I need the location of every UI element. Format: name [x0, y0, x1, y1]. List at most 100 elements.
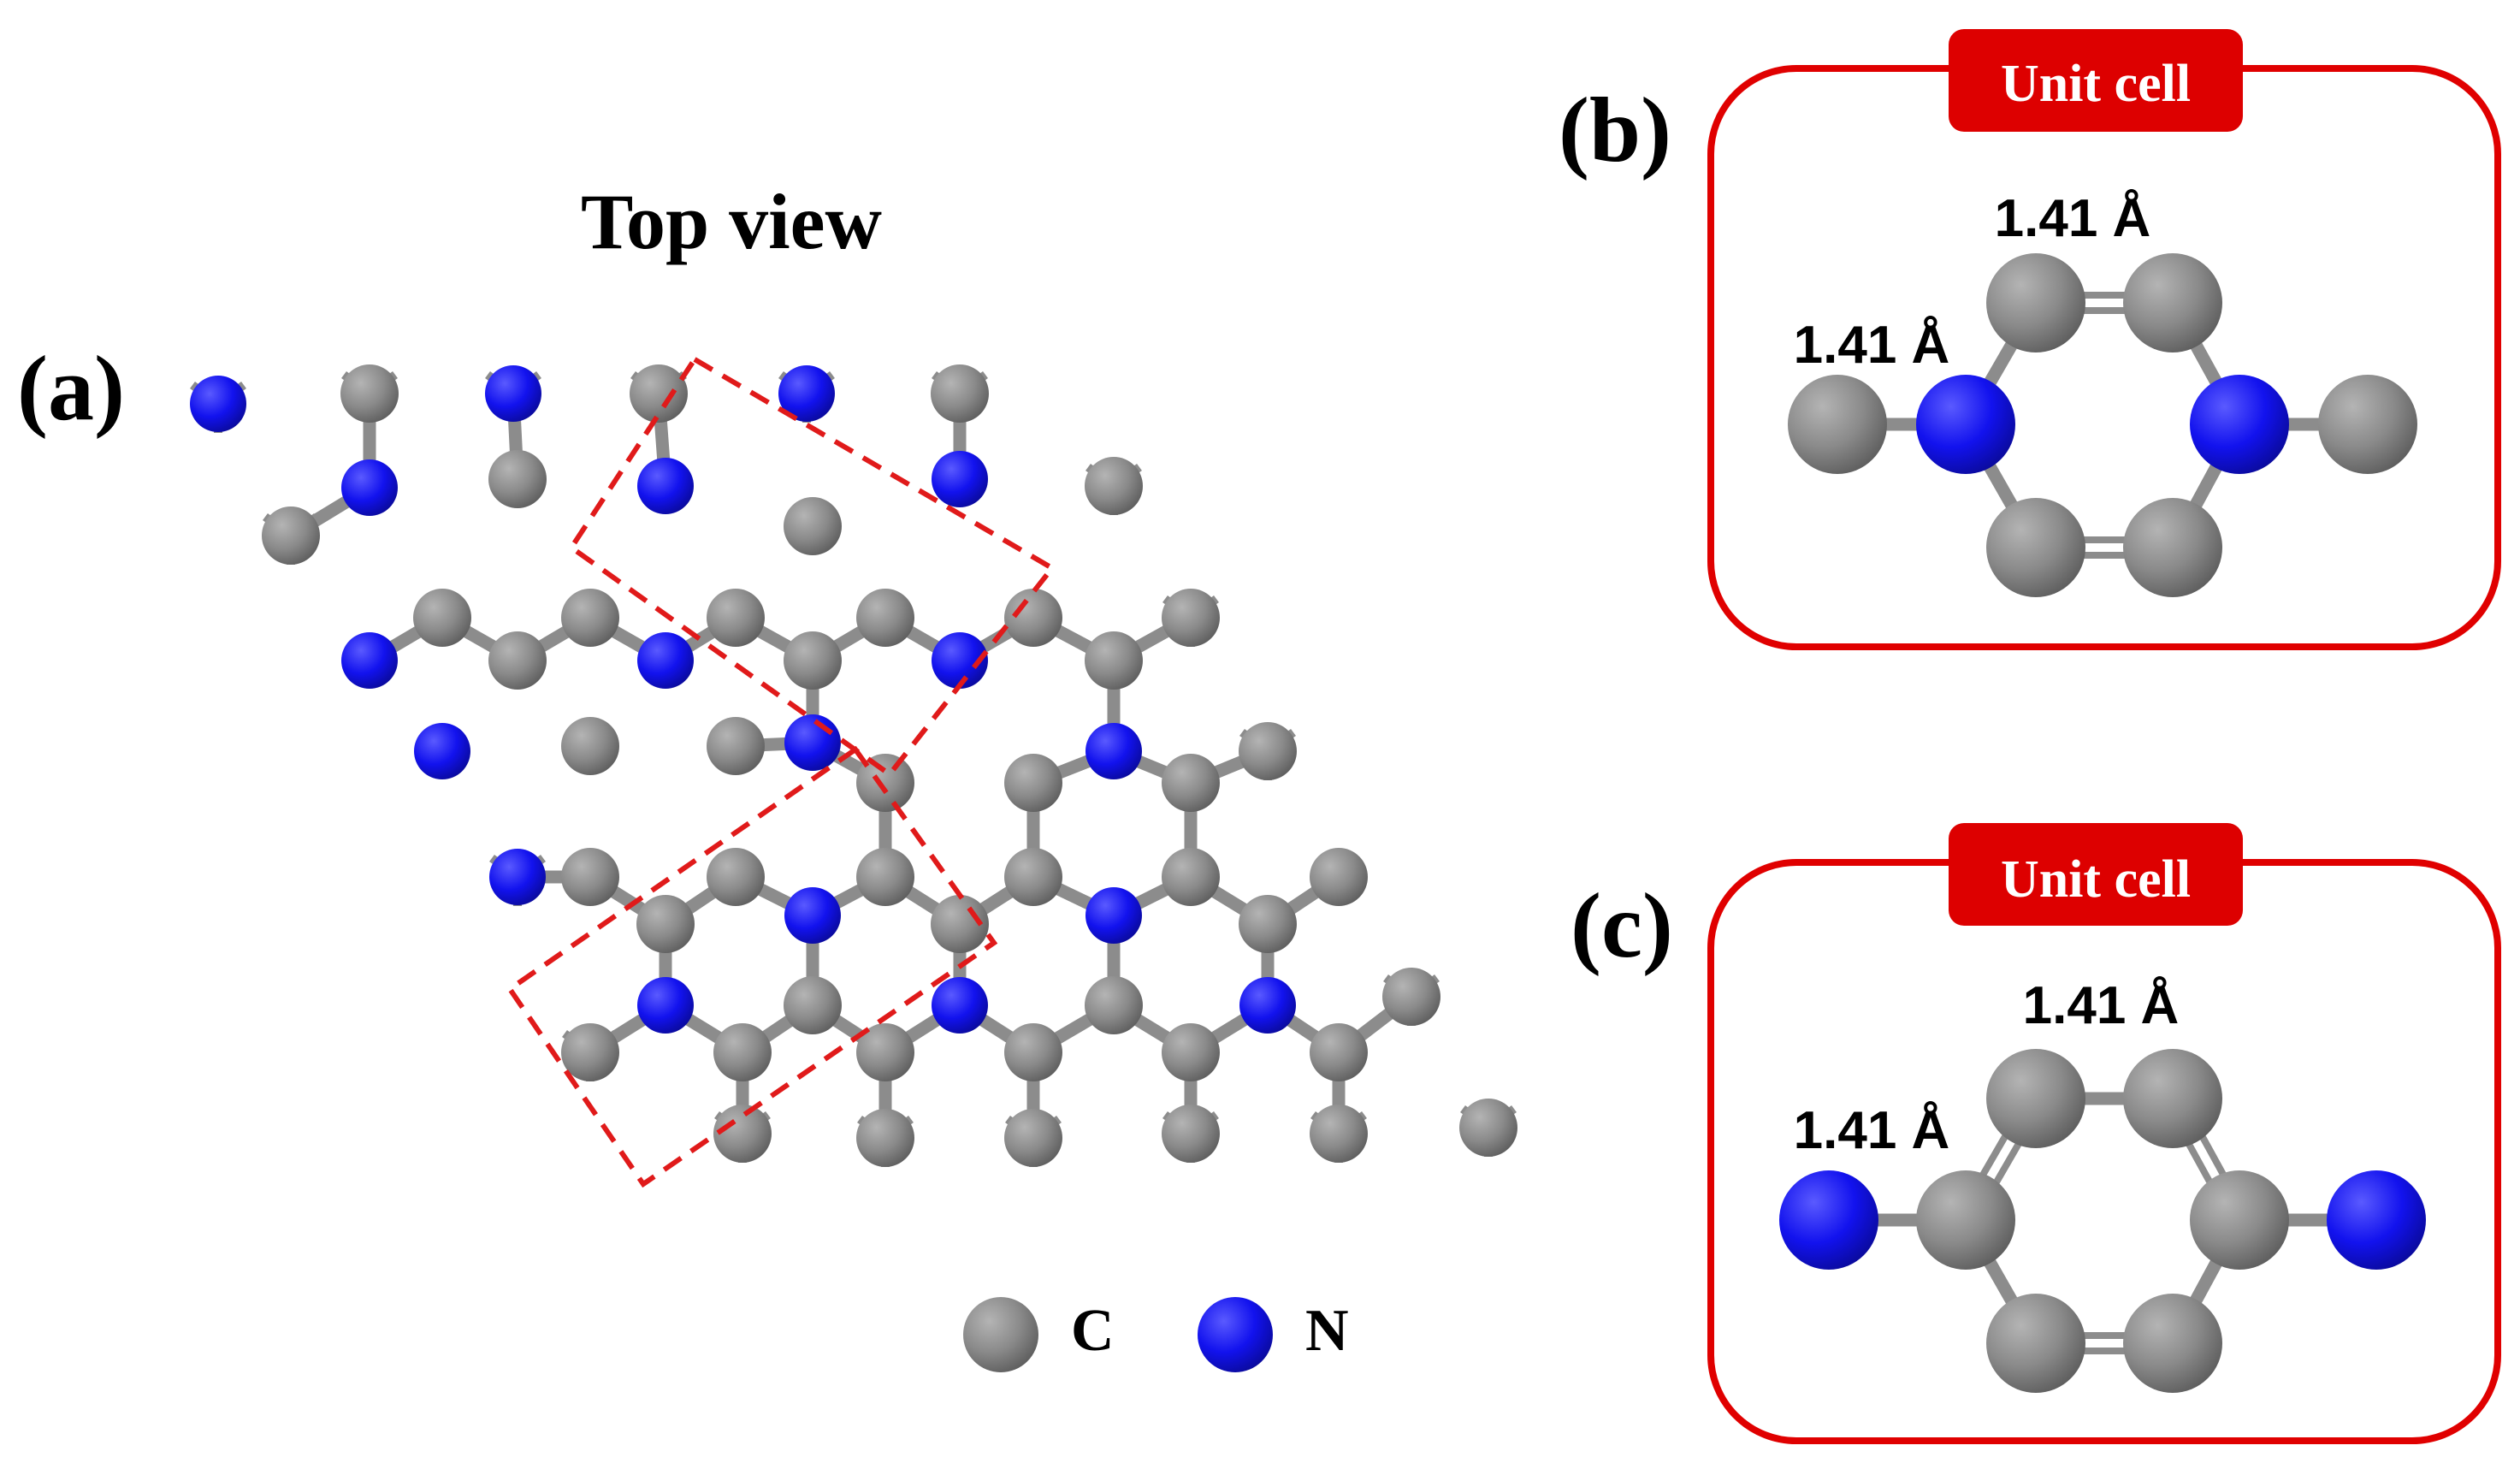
- carbon-atom: [1986, 1294, 2085, 1393]
- nitrogen-atom: [932, 977, 988, 1034]
- carbon-atom: [1239, 895, 1297, 953]
- nitrogen-atom: [489, 849, 546, 905]
- carbon-atom: [1916, 1170, 2015, 1270]
- carbon-atom: [856, 848, 914, 906]
- carbon-atom: [2123, 1049, 2222, 1148]
- carbon-atom: [1310, 1023, 1368, 1081]
- carbon-atom: [561, 717, 619, 775]
- nitrogen-atom: [637, 632, 694, 689]
- carbon-atom: [856, 754, 914, 812]
- carbon-atom: [1162, 1105, 1220, 1163]
- carbon-atom: [488, 450, 547, 508]
- unit-cell-badge-c: [1949, 823, 2243, 926]
- nitrogen-atom: [1239, 977, 1296, 1034]
- carbon-atom: [707, 848, 765, 906]
- carbon-atom: [1310, 1105, 1368, 1163]
- carbon-atom: [1085, 457, 1143, 515]
- carbon-atom: [1986, 498, 2085, 597]
- nitrogen-atom: [637, 977, 694, 1034]
- panel-a-title: Top view: [581, 178, 882, 265]
- legend-nitrogen-label: N: [1305, 1298, 1349, 1364]
- carbon-atom: [1085, 631, 1143, 690]
- carbon-atom: [630, 364, 688, 423]
- carbon-atom: [2190, 1170, 2289, 1270]
- carbon-atom: [713, 1105, 772, 1163]
- carbon-atom: [1788, 375, 1887, 474]
- dashed-unit-cell-lower: [506, 745, 998, 1188]
- unit-cell-badge-b: [1949, 29, 2243, 132]
- nitrogen-atom: [778, 365, 835, 422]
- nitrogen-atom: [1779, 1170, 1878, 1270]
- nitrogen-atom: [485, 365, 541, 422]
- legend-carbon-swatch: [963, 1297, 1038, 1372]
- carbon-atom: [561, 1023, 619, 1081]
- carbon-atom: [1986, 253, 2085, 352]
- carbon-atom: [1162, 754, 1220, 812]
- unit-cell-badge-c-text: Unit cell: [2001, 850, 2191, 909]
- nitrogen-atom: [637, 458, 694, 514]
- panel-b: (b) Unit cell 1.41 Å 1.41 Å: [1559, 29, 2501, 650]
- nitrogen-atom: [932, 451, 988, 507]
- nitrogen-atom: [784, 887, 841, 944]
- carbon-atom: [1239, 722, 1297, 780]
- lattice-atoms: [190, 364, 1517, 1167]
- carbon-atom: [784, 976, 842, 1034]
- carbon-atom: [340, 364, 399, 423]
- nitrogen-atom: [1916, 375, 2015, 474]
- carbon-atom: [856, 1023, 914, 1081]
- carbon-atom: [931, 895, 989, 953]
- nitrogen-atom: [1085, 887, 1142, 944]
- bond-length-top-c: 1.41 Å: [2023, 976, 2180, 1035]
- bond-length-left-b: 1.41 Å: [1794, 316, 1950, 375]
- carbon-atom: [2123, 498, 2222, 597]
- carbon-atom: [1162, 589, 1220, 647]
- legend: C N: [963, 1297, 1349, 1372]
- nitrogen-atom: [190, 376, 246, 432]
- carbon-atom: [707, 589, 765, 647]
- carbon-atom: [1382, 968, 1440, 1026]
- panel-c-label: (c): [1571, 875, 1673, 977]
- carbon-atom: [262, 506, 320, 565]
- nitrogen-atom: [341, 632, 398, 689]
- nitrogen-atom: [932, 632, 988, 689]
- nitrogen-atom: [341, 459, 398, 516]
- carbon-atom: [713, 1023, 772, 1081]
- carbon-atom: [931, 364, 989, 423]
- carbon-atom: [1986, 1049, 2085, 1148]
- nitrogen-atom: [2327, 1170, 2426, 1270]
- bond-length-top-b: 1.41 Å: [1995, 189, 2151, 248]
- carbon-atom: [1310, 848, 1368, 906]
- panel-a: (a) Top view C N: [17, 178, 1517, 1372]
- carbon-atom: [1004, 589, 1062, 647]
- nitrogen-atom: [784, 714, 841, 771]
- bond-length-left-c: 1.41 Å: [1794, 1101, 1950, 1160]
- carbon-atom: [1004, 1109, 1062, 1167]
- carbon-atom: [784, 631, 842, 690]
- legend-carbon-label: C: [1071, 1298, 1115, 1364]
- carbon-atom: [488, 631, 547, 690]
- carbon-atom: [1459, 1099, 1517, 1157]
- carbon-atom: [784, 497, 842, 555]
- carbon-atom: [1004, 1023, 1062, 1081]
- carbon-atom: [707, 717, 765, 775]
- carbon-atom: [1085, 976, 1143, 1034]
- carbon-atom: [1162, 848, 1220, 906]
- panel-c: (c) Unit cell 1.41 Å 1.41 Å: [1571, 823, 2501, 1444]
- nitrogen-atom: [1085, 723, 1142, 779]
- carbon-atom: [1004, 848, 1062, 906]
- carbon-atom: [856, 1109, 914, 1167]
- carbon-atom: [561, 589, 619, 647]
- legend-nitrogen-swatch: [1198, 1297, 1273, 1372]
- carbon-atom: [2318, 375, 2417, 474]
- carbon-atom: [856, 589, 914, 647]
- carbon-atom: [2123, 253, 2222, 352]
- unit-cell-molecule-b: [1788, 253, 2417, 597]
- unit-cell-molecule-c: [1779, 1049, 2426, 1393]
- dashed-unit-cell-upper: [567, 355, 1056, 779]
- carbon-atom: [413, 589, 471, 647]
- carbon-atom: [2123, 1294, 2222, 1393]
- carbon-atom: [1162, 1023, 1220, 1081]
- nitrogen-atom: [2190, 375, 2289, 474]
- nitrogen-atom: [414, 723, 470, 779]
